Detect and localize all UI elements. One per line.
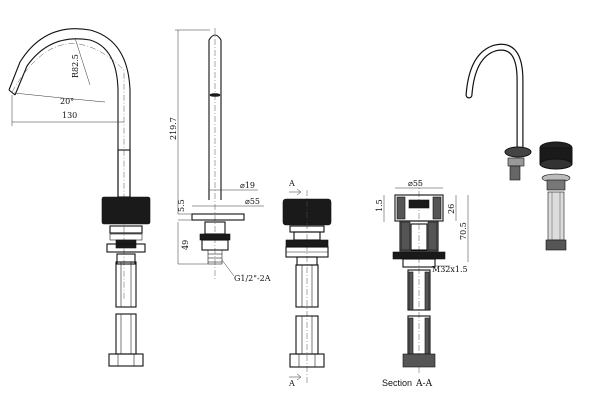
section-hose-nut bbox=[402, 353, 436, 368]
section-marker-bottom: A bbox=[288, 379, 295, 388]
iso-handle-hose bbox=[547, 191, 565, 241]
spout-outer-outline bbox=[8, 28, 131, 197]
iso-handle-nut bbox=[545, 239, 567, 251]
radius-label: R82.5 bbox=[71, 54, 80, 78]
handle-height-label: 26 bbox=[447, 204, 456, 214]
section-hose-upper bbox=[407, 269, 431, 311]
spout-washer bbox=[109, 225, 143, 234]
hose-nut bbox=[108, 353, 144, 367]
spout-side-view: R82.5 20° 130 bbox=[8, 28, 151, 367]
aerator bbox=[209, 93, 221, 97]
spout-diameter-label: ⌀19 bbox=[240, 181, 255, 190]
base-plate bbox=[191, 213, 245, 221]
radius-leader bbox=[74, 37, 91, 86]
thread-label: G1/2"-2A bbox=[234, 274, 271, 283]
spout-centerline bbox=[11, 43, 125, 300]
handle-lock-nut bbox=[285, 239, 329, 248]
iso-spout-base bbox=[504, 146, 532, 158]
handle-front-view: A A bbox=[282, 179, 332, 388]
front-thread bbox=[207, 249, 223, 265]
spout-front-view: 219.7 5.5 ⌀19 ⌀55 49 G1/2"-2A bbox=[169, 28, 271, 283]
reach-label: 130 bbox=[62, 111, 77, 120]
spout-base-collar bbox=[101, 196, 151, 225]
section-cartridge bbox=[399, 220, 439, 252]
shank-height-label: 49 bbox=[181, 240, 190, 250]
height-label: 219.7 bbox=[169, 117, 178, 140]
hose-lower bbox=[115, 313, 137, 355]
handle-total-label: 70.5 bbox=[459, 222, 468, 240]
section-diameter-label: ⌀55 bbox=[408, 179, 423, 188]
angle-arc bbox=[13, 92, 106, 103]
spout-inner-outline bbox=[14, 38, 119, 197]
spout-lock-nut bbox=[106, 243, 146, 253]
base-height-label: 5.5 bbox=[177, 199, 186, 212]
spout-outlet bbox=[8, 89, 16, 96]
handle-hose-upper bbox=[295, 264, 319, 308]
nut-thread-label: M32x1.5 bbox=[432, 265, 468, 274]
thread-leader bbox=[221, 259, 235, 277]
handle-hose-nut bbox=[289, 353, 325, 368]
angle-label: 20° bbox=[60, 97, 74, 106]
hose-upper bbox=[115, 261, 137, 308]
section-lock-nut bbox=[392, 251, 446, 260]
front-lock-nut bbox=[199, 233, 231, 241]
base-diameter-label: ⌀55 bbox=[245, 197, 260, 206]
isometric-view bbox=[465, 43, 573, 251]
spout-front-tube bbox=[208, 34, 222, 200]
handle-top-label: 1.5 bbox=[375, 199, 384, 212]
section-marker-top: A bbox=[288, 179, 295, 188]
